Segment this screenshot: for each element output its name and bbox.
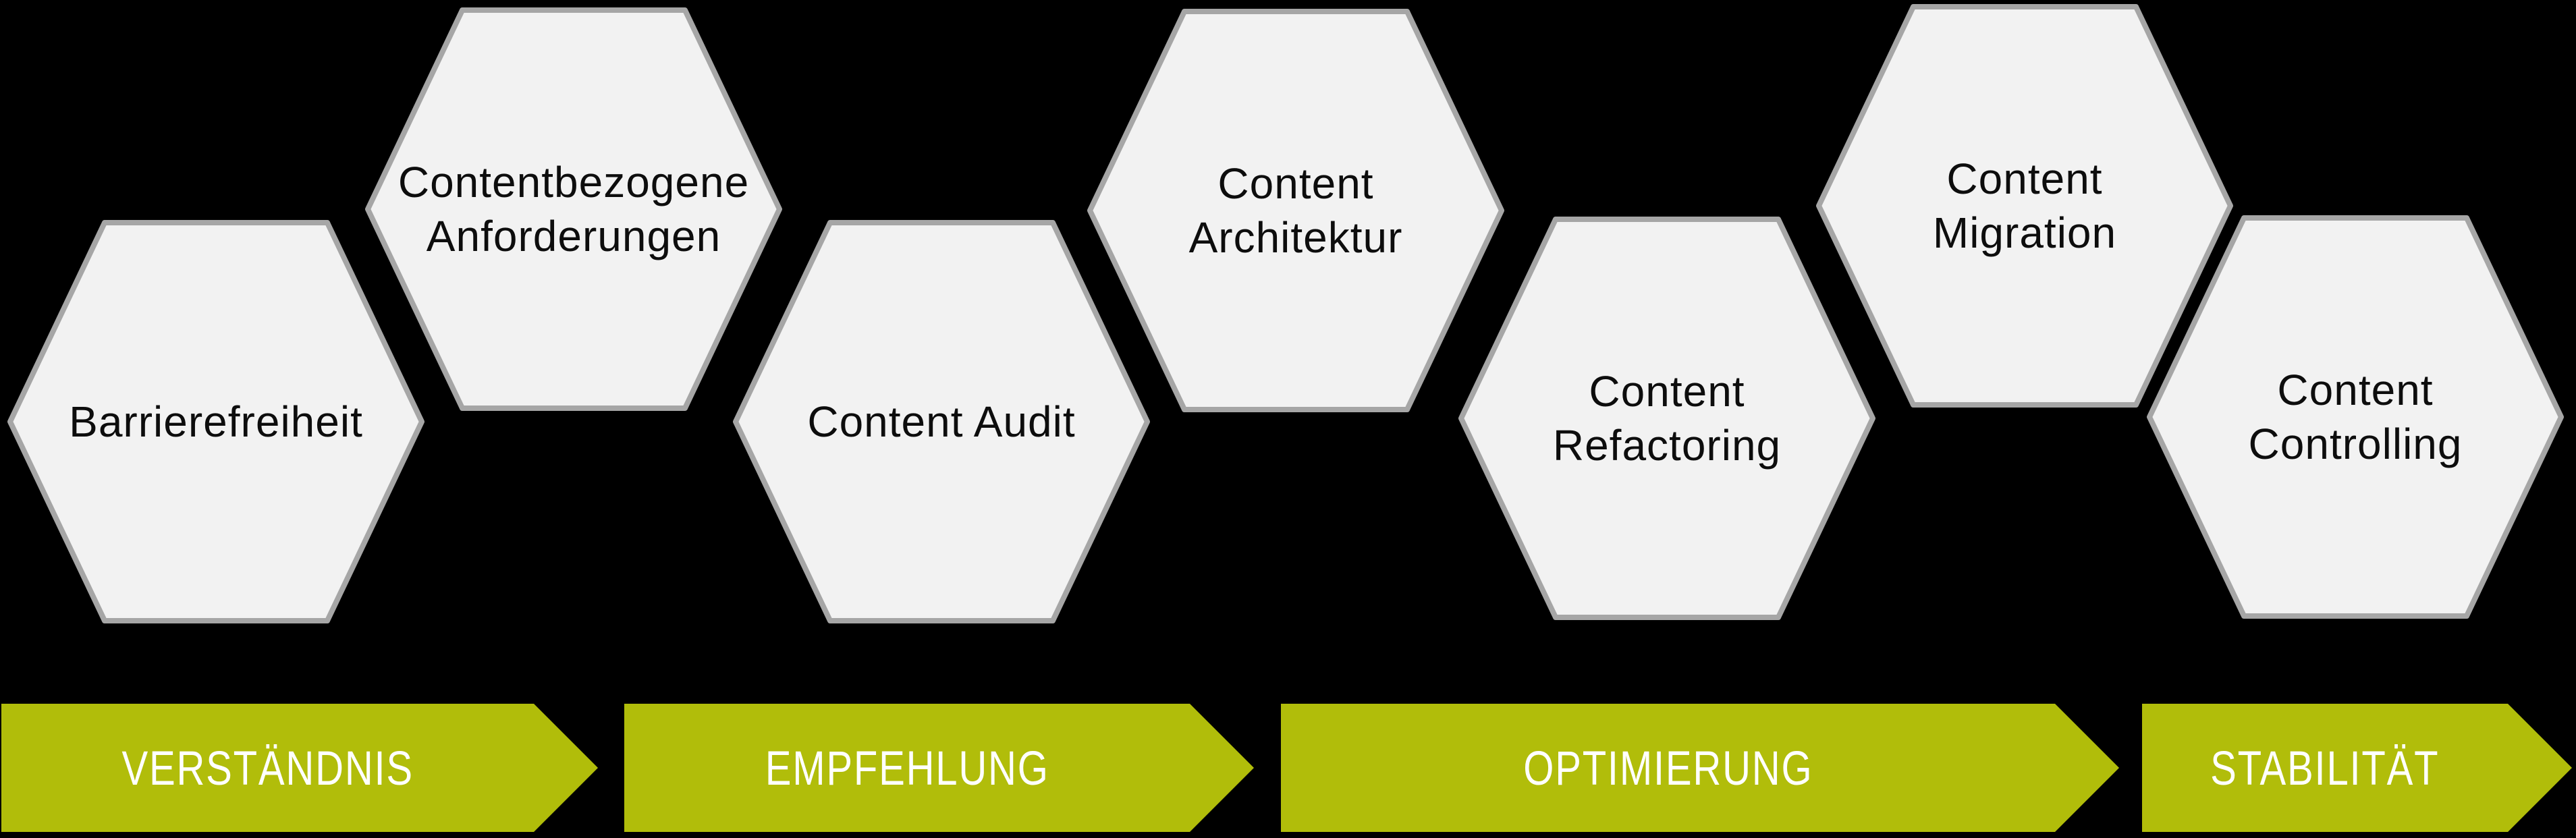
hexagon-shape [1458,217,1875,620]
phase-label: OPTIMIERUNG [1523,741,1813,795]
hexagon-content-controlling: Content Controlling [2146,215,2565,619]
hexagon-shape [2147,215,2564,619]
phase-arrow-empfehlung: EMPFEHLUNG [624,704,1254,832]
arrow-tip-icon [2055,704,2119,832]
phase-arrow-body: STABILITÄT [2142,704,2508,832]
hexagon-shape [7,220,424,623]
hexagon-label: Content Migration [1932,155,2117,257]
phase-arrow-body: OPTIMIERUNG [1281,704,2055,832]
arrow-tip-icon [534,704,598,832]
phase-label: EMPFEHLUNG [765,741,1049,795]
arrow-tip-icon [1190,704,1254,832]
arrow-tip-icon [2508,704,2572,832]
hexagon-content-migration: Content Migration [1815,3,2234,408]
phase-arrow-body: EMPFEHLUNG [624,704,1190,832]
hexagon-label: Content Audit [807,397,1076,446]
hexagon-shape [733,220,1150,623]
hexagon-label: Content Architektur [1188,159,1403,262]
phase-arrow-stabilitaet: STABILITÄT [2142,704,2572,832]
hexagon-label: Content Refactoring [1552,367,1782,470]
hexagon-label: Contentbezogene Anforderungen [398,158,750,260]
phase-arrow-optimierung: OPTIMIERUNG [1281,704,2119,832]
hexagon-content-audit: Content Audit [732,219,1151,624]
hexagon-content-architektur: Content Architektur [1087,8,1505,413]
hexagon-barrierefreiheit: Barrierefreiheit [7,219,425,624]
phase-arrow-verstaendnis: VERSTÄNDNIS [1,704,598,832]
hexagon-contentbezogene-anforderungen: Contentbezogene Anforderungen [364,7,783,412]
hexagon-label: Barrierefreiheit [69,397,363,446]
hexagon-shape [1087,9,1504,412]
hexagon-shape [1816,4,2233,408]
phase-label: STABILITÄT [2210,741,2440,795]
hexagon-shape [365,7,782,411]
hexagon-label: Content Controlling [2248,366,2463,468]
phase-arrow-body: VERSTÄNDNIS [1,704,534,832]
hexagon-content-refactoring: Content Refactoring [1458,216,1876,621]
phase-label: VERSTÄNDNIS [121,741,414,795]
